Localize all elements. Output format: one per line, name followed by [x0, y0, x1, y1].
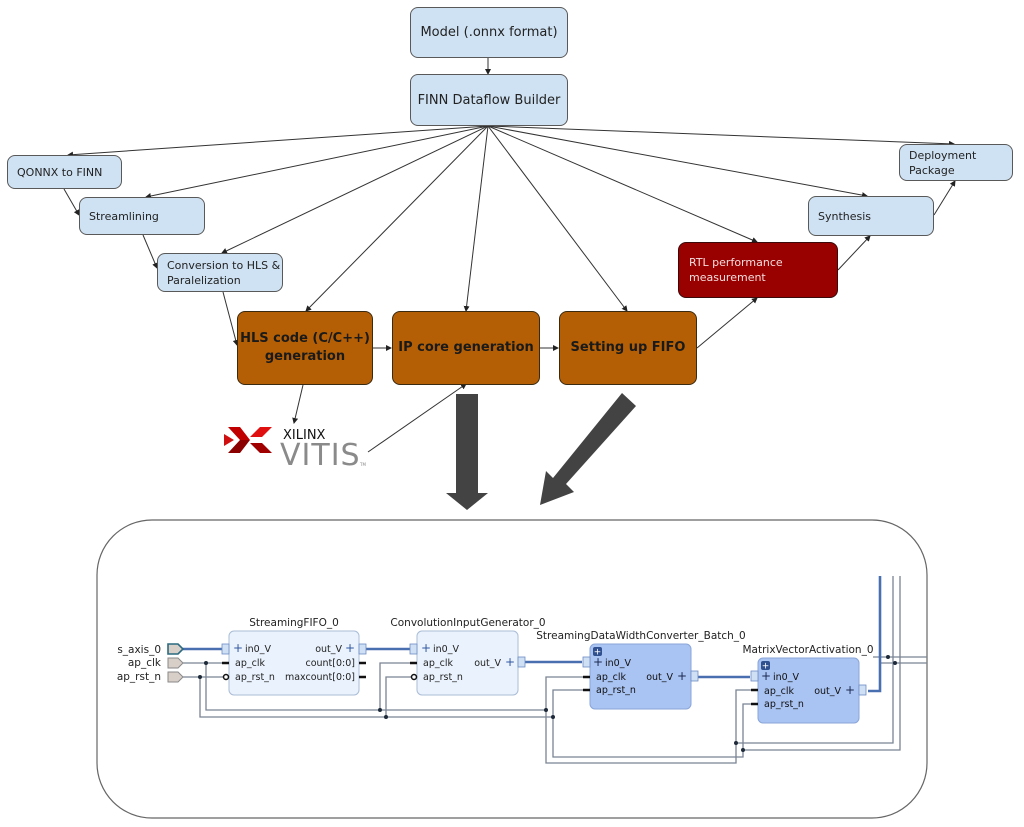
rtl-box: RTL performance measurement [678, 242, 838, 298]
big-arrow-diagonal [540, 393, 636, 505]
port-ap-clk-icon [167, 657, 184, 669]
arrow-hls-to-vitis [292, 384, 304, 424]
xilinx-vitis-logo: XILINX VITIS TM [224, 427, 366, 472]
arrow-builder-to-ipcore [463, 125, 489, 312]
arrow-rtl-to-synthesis [837, 235, 871, 271]
deployment-box: Deployment Package [899, 144, 1013, 181]
pin-label: ap_clk [423, 658, 453, 669]
arrow-qonnx-to-streamlining [63, 188, 80, 216]
svg-text:+: + [505, 655, 515, 669]
port-s-axis-icon [167, 643, 185, 655]
arrow-fifo-to-rtl [696, 297, 758, 349]
streamlining-box: Streamlining [79, 197, 205, 235]
synthesis-label: Synthesis [818, 209, 872, 223]
arrow-synthesis-to-deployment [933, 180, 956, 216]
builder-box: FINN Dataflow Builder [410, 74, 568, 126]
arrow-vitis-to-ipcore [367, 383, 467, 453]
pin-label: maxcount[0:0] [285, 672, 355, 683]
svg-text:+: + [761, 669, 771, 683]
pin-label: ap_rst_n [235, 672, 275, 683]
arrow-builder-to-hls [305, 125, 489, 312]
arrow-builder-to-qonnx [67, 125, 489, 158]
hls-label: HLS code (C/C++) generation [240, 331, 370, 364]
xilinx-x-icon [224, 427, 272, 453]
svg-text:+: + [593, 655, 603, 669]
qonnx-box: QONNX to FINN [7, 155, 122, 189]
arrow-conversion-to-hls [222, 291, 239, 346]
ipcore-label: IP core generation [398, 340, 534, 355]
big-arrow-down [446, 394, 488, 510]
tm-text: TM [359, 462, 366, 467]
expand-icon[interactable]: + [594, 648, 602, 658]
pin-label: count[0:0] [305, 658, 355, 669]
ip-block-convolution-input-generator[interactable]: ConvolutionInputGenerator_0 + in0_V ap_c… [390, 617, 546, 696]
arrow-streamlining-to-conversion [142, 234, 158, 269]
streamlining-label: Streamlining [89, 209, 159, 223]
external-ports: s_axis_0 ap_clk ap_rst_n [117, 643, 185, 683]
expand-icon[interactable]: + [762, 662, 770, 672]
axi-stream-bus [183, 576, 882, 693]
svg-text:+: + [677, 669, 687, 683]
model-label: Model (.onnx format) [420, 25, 558, 40]
block-design-frame [96, 519, 928, 819]
synthesis-box: Synthesis [808, 196, 934, 236]
port-ap-rst-icon [167, 671, 184, 683]
pin-label: ap_rst_n [596, 685, 636, 696]
port-label: ap_rst_n [117, 671, 161, 683]
fifo-box: Setting up FIFO [559, 311, 697, 385]
hls-box: HLS code (C/C++) generation [237, 311, 373, 385]
fifo-label: Setting up FIFO [570, 340, 686, 355]
pin-label: ap_clk [235, 658, 265, 669]
conversion-label: Conversion to HLS & Paralelization [167, 258, 281, 287]
arrow-builder-to-conversion [221, 125, 489, 254]
ip-block-matrix-vector-activation[interactable]: MatrixVectorActivation_0 + + in0_V ap_cl… [742, 644, 874, 724]
ipcore-box: IP core generation [392, 311, 540, 385]
control-wires [183, 576, 927, 764]
pin-label: ap_rst_n [764, 699, 804, 710]
vitis-product-text: VITIS [280, 438, 361, 472]
svg-text:+: + [345, 641, 355, 655]
svg-text:+: + [421, 641, 431, 655]
builder-label: FINN Dataflow Builder [417, 92, 561, 108]
svg-text:+: + [845, 683, 855, 697]
block-title: ConvolutionInputGenerator_0 [390, 617, 545, 629]
pin-label: in0_V [605, 658, 631, 669]
pin-label: out_V [474, 658, 501, 669]
ip-block-data-width-converter[interactable]: StreamingDataWidthConverter_Batch_0 + + … [536, 630, 746, 710]
pin-label: out_V [315, 644, 342, 655]
ip-block-streaming-fifo[interactable]: StreamingFIFO_0 + in0_V ap_clk ap_rst_n … [221, 617, 367, 696]
pin-label: ap_clk [596, 672, 626, 683]
wire-junctions [198, 655, 897, 752]
qonnx-label: QONNX to FINN [17, 165, 103, 179]
block-title: MatrixVectorActivation_0 [742, 644, 873, 656]
xilinx-brand-text: XILINX [283, 428, 326, 443]
deployment-label: Deployment Package [909, 148, 977, 177]
arrow-builder-to-rtl [487, 125, 758, 243]
arrow-builder-to-streamlining [145, 125, 489, 199]
port-label: s_axis_0 [117, 644, 161, 656]
svg-text:+: + [233, 641, 243, 655]
pin-label: in0_V [245, 644, 271, 655]
port-label: ap_clk [128, 657, 162, 669]
pin-label: out_V [646, 672, 673, 683]
pin-label: ap_clk [764, 686, 794, 697]
block-title: StreamingDataWidthConverter_Batch_0 [536, 630, 745, 642]
rtl-label: RTL performance measurement [689, 256, 783, 284]
arrow-builder-to-deployment [487, 125, 955, 147]
pin-label: out_V [814, 686, 841, 697]
block-title: StreamingFIFO_0 [249, 617, 339, 629]
conversion-box: Conversion to HLS & Paralelization [157, 253, 283, 292]
pin-label: in0_V [773, 672, 799, 683]
pin-label: in0_V [433, 644, 459, 655]
pin-label: ap_rst_n [423, 672, 463, 683]
arrow-builder-to-synthesis [487, 125, 868, 199]
model-box: Model (.onnx format) [410, 7, 568, 58]
arrow-builder-to-fifo [487, 125, 628, 312]
